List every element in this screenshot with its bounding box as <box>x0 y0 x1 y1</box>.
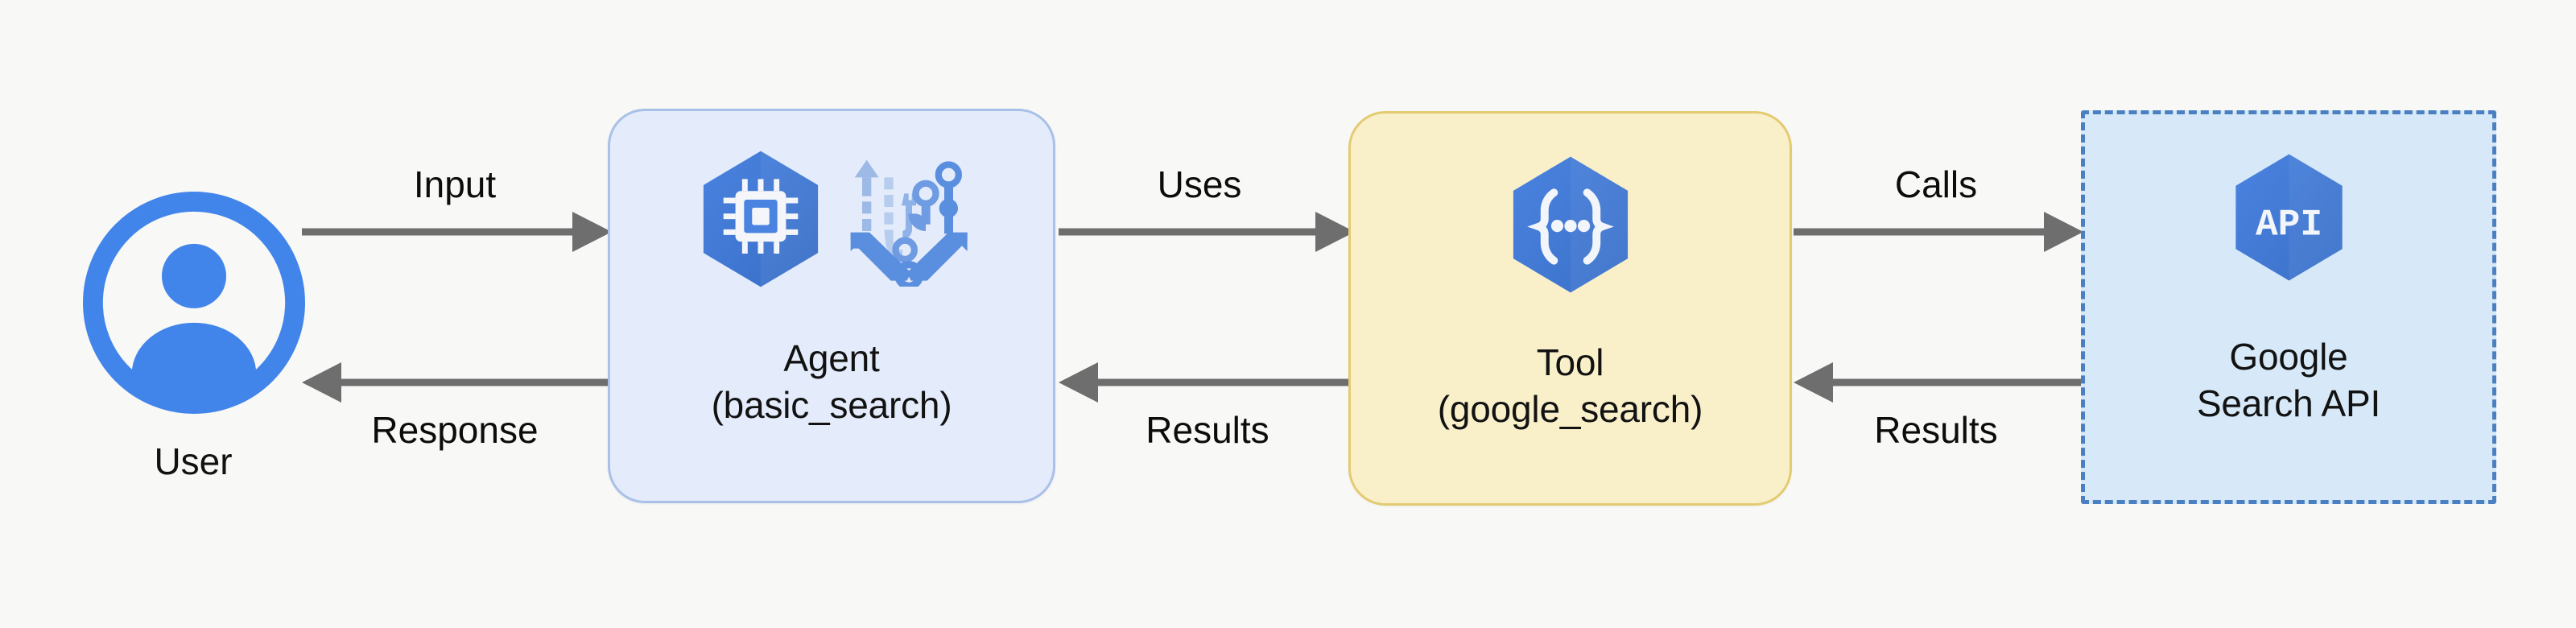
agent-icon-row <box>610 150 1053 288</box>
edge-label-results-api: Results <box>1874 409 1998 451</box>
cpu-hexagon-icon <box>693 150 828 288</box>
agent-workflow-icon <box>849 151 970 287</box>
edge-label-input: Input <box>413 163 497 205</box>
arrow-agent-to-user <box>302 362 612 403</box>
api-icon-row: API <box>2085 153 2492 282</box>
node-agent[interactable]: Agent(basic_search) <box>608 109 1055 503</box>
arrow-agent-to-tool <box>1059 212 1355 252</box>
api-hexagon-text: API <box>2255 205 2322 246</box>
edge-label-response: Response <box>371 409 539 451</box>
node-tool[interactable]: Tool(google_search) <box>1348 111 1792 506</box>
user-label: User <box>154 440 233 482</box>
agent-title: Agent(basic_search) <box>711 337 952 426</box>
api-hexagon-icon: API <box>2227 153 2351 282</box>
tool-icon-row <box>1351 155 1790 294</box>
arrow-user-to-agent <box>302 212 612 252</box>
edge-label-uses: Uses <box>1157 163 1242 205</box>
arrow-api-to-tool <box>1794 362 2083 403</box>
edge-label-results-tool: Results <box>1146 409 1269 451</box>
arrow-tool-to-agent <box>1059 362 1355 403</box>
arrow-tool-to-api <box>1794 212 2083 252</box>
user-avatar-icon <box>83 192 305 414</box>
edge-label-calls: Calls <box>1894 163 1978 205</box>
braces-hexagon-icon <box>1503 155 1638 294</box>
tool-title: Tool(google_search) <box>1437 341 1703 430</box>
